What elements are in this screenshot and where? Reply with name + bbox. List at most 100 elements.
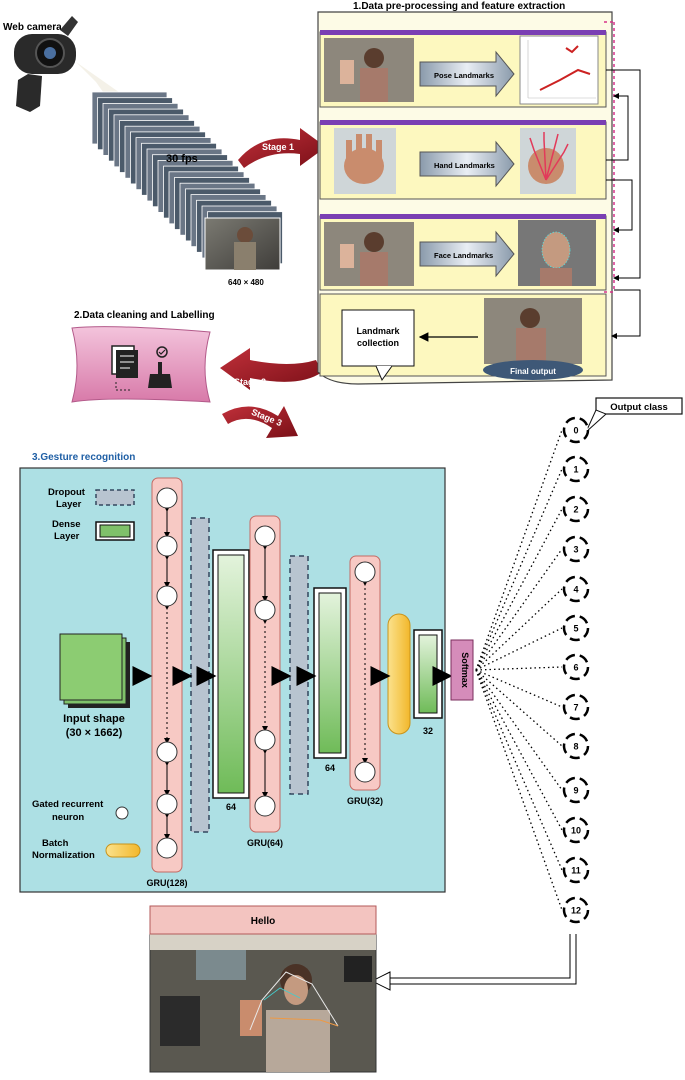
gru-neuron (254, 525, 276, 547)
gru-neuron (254, 795, 276, 817)
softmax-layer: Softmax (450, 639, 474, 701)
output-class-label: 10 (571, 826, 581, 836)
cleaning-banner (71, 326, 211, 403)
legend-bn-label-1: Batch (42, 838, 69, 849)
gru-neuron (156, 585, 178, 607)
pose-landmarks-label: Pose Landmarks (434, 71, 494, 80)
output-class-node (562, 856, 590, 884)
face-landmarks-label: Face Landmarks (434, 251, 493, 260)
section-3-title: 3.Gesture recognition (32, 452, 135, 463)
gru-neuron (254, 729, 276, 751)
section-1-preprocessing: 1.Data pre-processing and feature extrac… (317, 1, 641, 385)
legend-dropout-label-2: Layer (56, 499, 82, 510)
softmax-label: Softmax (460, 652, 470, 688)
hand-landmarks-label: Hand Landmarks (434, 161, 495, 170)
input-shape-label: Input shape (63, 713, 125, 725)
output-class-label: 12 (571, 906, 581, 916)
frame-stack: 30 fps 640 × 480 (91, 91, 283, 287)
output-class-title-box (595, 397, 683, 415)
section-1-title: 1.Data pre-processing and feature extrac… (353, 1, 565, 12)
webcam-label: Web camera (3, 22, 62, 33)
stage-1-label: Stage 1 (262, 142, 294, 152)
stage-1-arrow: Stage 1 (238, 128, 326, 168)
legend: Dropout Layer Dense Layer Gated recurren… (32, 487, 141, 861)
gru-128-layer: GRU(128) (146, 477, 188, 888)
legend-dense-label-1: Dense (52, 519, 81, 530)
dropout-layer-2 (289, 555, 309, 795)
pose-row: Pose Landmarks (319, 30, 607, 108)
output-class-title: Output class (610, 402, 668, 413)
pose-plot (519, 35, 599, 105)
gru-64-layer: GRU(64) (247, 515, 283, 848)
output-class-label: 7 (573, 703, 578, 713)
face-row: Face Landmarks (319, 214, 607, 291)
gru-neuron (354, 561, 376, 583)
dense-64-label-2: 64 (325, 763, 335, 773)
gru-neuron (156, 793, 178, 815)
landmark-collection-box (341, 309, 415, 367)
legend-dropout-swatch (95, 489, 135, 506)
output-class-node (562, 495, 590, 523)
final-output-badge (483, 360, 583, 380)
output-class-node (562, 575, 590, 603)
gru-neuron (156, 837, 178, 859)
output-class-node (562, 653, 590, 681)
gru-64-label: GRU(64) (247, 838, 283, 848)
output-class-label: 0 (573, 426, 578, 436)
section-2-title: 2.Data cleaning and Labelling (74, 310, 215, 321)
result-section: Hello (149, 905, 577, 1073)
output-class-label: 1 (573, 465, 578, 475)
gru-neuron (156, 487, 178, 509)
stage-2-arrow: Stage 2 (220, 348, 322, 390)
output-class-node (562, 896, 590, 924)
dense-64-layer-2: 64 (313, 587, 347, 773)
input-dims-label: (30 × 1662) (66, 727, 123, 739)
fps-label: 30 fps (166, 153, 198, 165)
legend-dropout-label-1: Dropout (48, 487, 86, 498)
output-class-label: 6 (573, 663, 578, 673)
hand-arrow (419, 140, 515, 188)
legend-gru-label-1: Gated recurrent (32, 799, 104, 810)
output-class-label: 4 (573, 585, 578, 595)
legend-dense-label-2: Layer (54, 531, 80, 542)
legend-dense-swatch (99, 524, 131, 538)
output-class-node (562, 614, 590, 642)
stage-3-label: Stage 3 (250, 407, 283, 428)
landmark-collection-label-1: Landmark (356, 326, 400, 336)
gru-neuron (156, 535, 178, 557)
output-class-node (562, 816, 590, 844)
output-class-node (562, 732, 590, 760)
camera-stand-icon (16, 74, 42, 112)
legend-bn-swatch (105, 843, 141, 858)
output-class-label: 9 (573, 786, 578, 796)
gru-neuron (156, 741, 178, 763)
collection-row: Landmark collection Final output (319, 293, 607, 382)
output-class-node (562, 416, 590, 444)
output-class-label: 3 (573, 545, 578, 555)
gru-32-layer: GRU(32) (347, 555, 383, 806)
output-class-label: 11 (571, 866, 581, 876)
gru-32-label: GRU(32) (347, 796, 383, 806)
gru-neuron (254, 599, 276, 621)
legend-bn-label-2: Normalization (32, 850, 95, 861)
batch-normalization-layer (387, 613, 411, 735)
section-3-gesture-recognition: 3.Gesture recognition Dropout Layer Dens… (19, 452, 474, 893)
legend-gru-label-2: neuron (52, 812, 84, 823)
resolution-label: 640 × 480 (228, 278, 264, 287)
gru-128-label: GRU(128) (146, 878, 187, 888)
dense-32-label: 32 (423, 726, 433, 736)
output-class-node (562, 693, 590, 721)
output-class-node (562, 535, 590, 563)
legend-gru-swatch (115, 806, 129, 820)
gru-neuron (354, 761, 376, 783)
connectors-right (606, 69, 641, 339)
output-class-node (562, 776, 590, 804)
output-class-label: 2 (573, 505, 578, 515)
output-class-node (562, 455, 590, 483)
cleaning-icon (111, 345, 172, 391)
dropout-layer-1 (190, 517, 210, 833)
final-output-label: Final output (510, 367, 556, 376)
stage-3-arrow: Stage 3 (222, 406, 298, 438)
